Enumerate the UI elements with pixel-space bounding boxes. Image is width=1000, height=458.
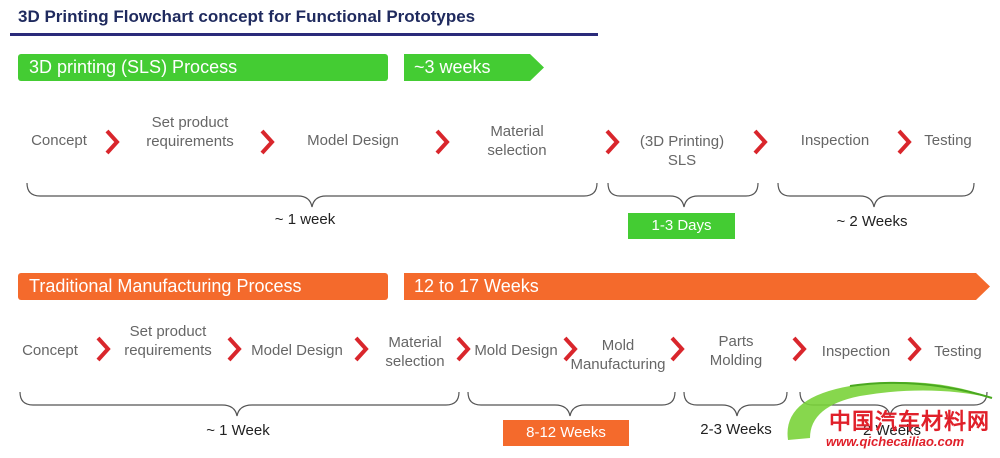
chevron-right-icon [435, 129, 450, 155]
trad-duration-mold-badge: 8-12 Weeks [503, 420, 629, 446]
green-arrow-shape [404, 54, 544, 81]
chevron-right-icon [227, 336, 242, 362]
chevron-right-icon [456, 336, 471, 362]
trad-step-parts-molding: Parts Molding [709, 333, 763, 369]
sls-brace-design [26, 182, 598, 208]
watermark-url: www.qichecailiao.com [826, 434, 965, 449]
traditional-duration-arrow: 12 to 17 Weeks [404, 273, 990, 300]
chevron-right-icon [897, 129, 912, 155]
trad-step-set-requirements: Set product requirements [124, 323, 212, 359]
trad-step-model-design: Model Design [251, 342, 343, 359]
trad-duration-testing: 2 Weeks [862, 422, 922, 439]
chevron-right-icon [670, 336, 685, 362]
watermark-brand-text: 中国汽车材料网 [829, 410, 991, 435]
sls-process-header: 3D printing (SLS) Process [18, 54, 388, 81]
chevron-right-icon [563, 336, 578, 362]
trad-step-material-selection: Material selection [385, 334, 445, 370]
sls-duration-arrow: ~3 weeks [404, 54, 544, 81]
sls-brace-testing [777, 182, 975, 208]
sls-duration-printing-badge: 1-3 Days [628, 213, 735, 239]
sls-step-3d-printing: (3D Printing) SLS [639, 133, 725, 169]
sls-step-material-selection: Material selection [487, 123, 547, 159]
sls-brace-printing [607, 182, 759, 208]
trad-brace-design [19, 391, 460, 417]
sls-step-inspection: Inspection [800, 132, 870, 149]
trad-step-concept: Concept [22, 342, 78, 359]
trad-step-inspection: Inspection [821, 343, 891, 360]
sls-step-concept: Concept [31, 132, 87, 149]
chevron-right-icon [96, 336, 111, 362]
watermark-logo [787, 381, 993, 440]
traditional-process-header: Traditional Manufacturing Process [18, 273, 388, 300]
orange-arrow-shape [404, 273, 990, 300]
title-underline [10, 33, 598, 36]
chevron-right-icon [605, 129, 620, 155]
sls-duration-arrow-label: ~3 weeks [414, 57, 491, 77]
sls-step-model-design: Model Design [307, 132, 399, 149]
trad-step-testing: Testing [934, 343, 982, 360]
trad-brace-molding [683, 391, 788, 417]
trad-duration-molding: 2-3 Weeks [700, 421, 772, 438]
chevron-right-icon [753, 129, 768, 155]
chevron-right-icon [354, 336, 369, 362]
traditional-duration-arrow-label: 12 to 17 Weeks [414, 276, 539, 296]
trad-step-mold-manufacturing: Mold Manufacturing [570, 337, 666, 373]
chevron-right-icon [907, 336, 922, 362]
chevron-right-icon [105, 129, 120, 155]
trad-duration-design: ~ 1 Week [206, 422, 270, 439]
trad-brace-mold [467, 391, 676, 417]
sls-step-set-requirements: Set product requirements [146, 114, 234, 150]
sls-duration-testing: ~ 2 Weeks [836, 213, 908, 230]
page-title: 3D Printing Flowchart concept for Functi… [18, 7, 476, 26]
chevron-right-icon [792, 336, 807, 362]
chevron-right-icon [260, 129, 275, 155]
trad-step-mold-design: Mold Design [474, 342, 558, 359]
sls-step-testing: Testing [924, 132, 972, 149]
sls-duration-design: ~ 1 week [274, 211, 336, 228]
